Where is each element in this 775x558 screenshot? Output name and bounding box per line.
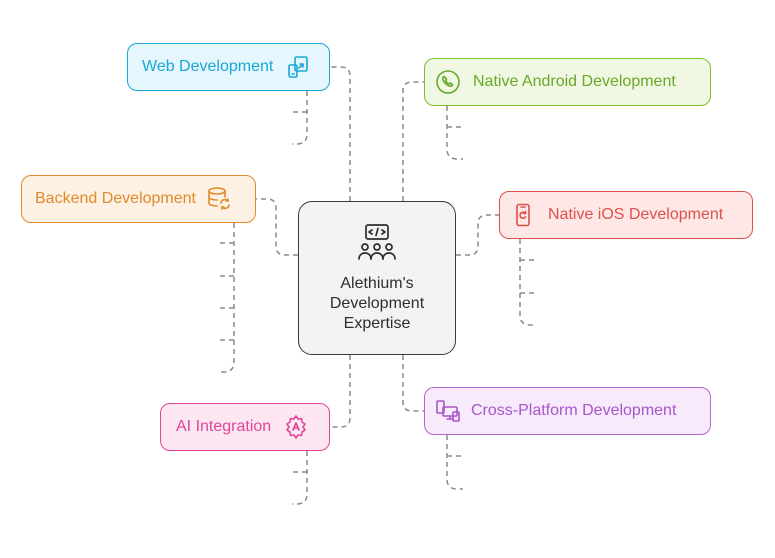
phone-call-icon (435, 69, 461, 95)
node-ios-label: Native iOS Development (548, 206, 724, 223)
connector-android (402, 81, 424, 201)
node-native-ios[interactable]: Native iOS Development (499, 191, 753, 239)
responsive-devices-icon (285, 54, 311, 80)
node-android-label: Native Android Development (473, 73, 676, 90)
branch-ai (292, 451, 308, 505)
node-cross-label: Cross-Platform Development (471, 402, 677, 419)
node-ai-integration[interactable]: AI Integration (160, 403, 330, 451)
central-title-line-1: Alethium's (340, 274, 414, 292)
connector-web (330, 66, 351, 201)
node-backend-development[interactable]: Backend Development (21, 175, 256, 223)
branch-web (292, 91, 308, 145)
multi-device-icon (435, 398, 461, 424)
node-web-label: Web Development (142, 58, 274, 75)
database-sync-icon (206, 186, 232, 212)
branch-ios (519, 239, 536, 326)
connector-backend (256, 198, 298, 256)
node-native-android[interactable]: Native Android Development (424, 58, 711, 106)
ai-gear-icon (283, 414, 309, 440)
connector-ai (330, 355, 351, 428)
central-topic-title: Alethium's Development Expertise (330, 274, 424, 334)
central-title-line-3: Expertise (343, 314, 411, 332)
node-web-development[interactable]: Web Development (127, 43, 330, 91)
branch-cross (446, 435, 463, 490)
branch-backend (218, 223, 235, 373)
node-ai-label: AI Integration (176, 418, 272, 435)
mobile-refresh-icon (510, 202, 536, 228)
connector-cross (402, 355, 424, 412)
team-code-icon (357, 223, 397, 268)
branch-android (446, 106, 463, 160)
central-title-line-2: Development (329, 294, 425, 312)
node-cross-platform[interactable]: Cross-Platform Development (424, 387, 711, 435)
central-topic-node[interactable]: Alethium's Development Expertise (298, 201, 456, 355)
node-backend-label: Backend Development (35, 190, 196, 207)
connector-ios (456, 214, 499, 256)
